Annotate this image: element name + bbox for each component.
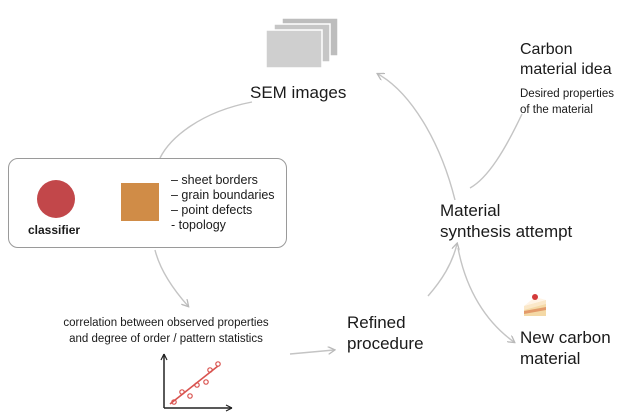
classifier-circle-icon [37,180,75,218]
scatter-plot-icon [160,353,233,412]
arrow-correlation-to-refined [289,350,334,355]
refined-line2: procedure [347,334,424,353]
feature-item: – point defects [171,203,253,217]
idea-title-line1: Carbon [520,41,573,58]
arrow-synthesis-to-sem [378,74,456,201]
feature-list: – sheet borders – grain boundaries – poi… [171,173,275,233]
feature-square-icon [121,183,159,221]
classifier-label: classifier [28,223,81,237]
idea-block: Carbon material idea Desired properties … [520,40,614,118]
new-material-line2: material [520,349,581,368]
feature-item: – sheet borders [171,173,258,187]
stacked-images-icon [265,17,339,69]
arrow-sem-to-classifier [159,101,253,159]
arrow-synthesis-to-new-material [457,247,514,342]
idea-desc-line2: of the material [520,104,593,116]
synthesis-line2: synthesis attempt [440,222,573,241]
refined-block: Refined procedure [347,312,424,354]
classifier-panel: classifier – sheet borders – grain bound… [8,158,287,248]
refined-line1: Refined [347,313,406,332]
correlation-line1: correlation between observed properties [63,317,269,329]
correlation-line2: and degree of order / pattern statistics [69,333,263,345]
arrow-idea-to-sem [469,113,523,189]
sem-images-label: SEM images [250,83,347,102]
cake-slice-icon [524,294,546,316]
idea-desc-line1: Desired properties [520,88,614,100]
new-material-block: New carbon material [520,327,611,369]
synthesis-block: Material synthesis attempt [440,200,572,242]
idea-title-line2: material idea [520,61,612,78]
new-material-line1: New carbon [520,328,611,347]
synthesis-line1: Material [440,201,501,220]
correlation-block: correlation between observed properties … [42,315,290,347]
feature-item: – grain boundaries [171,188,275,202]
arrow-classifier-to-correlation [154,249,188,306]
arrow-refined-to-synthesis [427,244,457,297]
feature-item: - topology [171,218,226,232]
